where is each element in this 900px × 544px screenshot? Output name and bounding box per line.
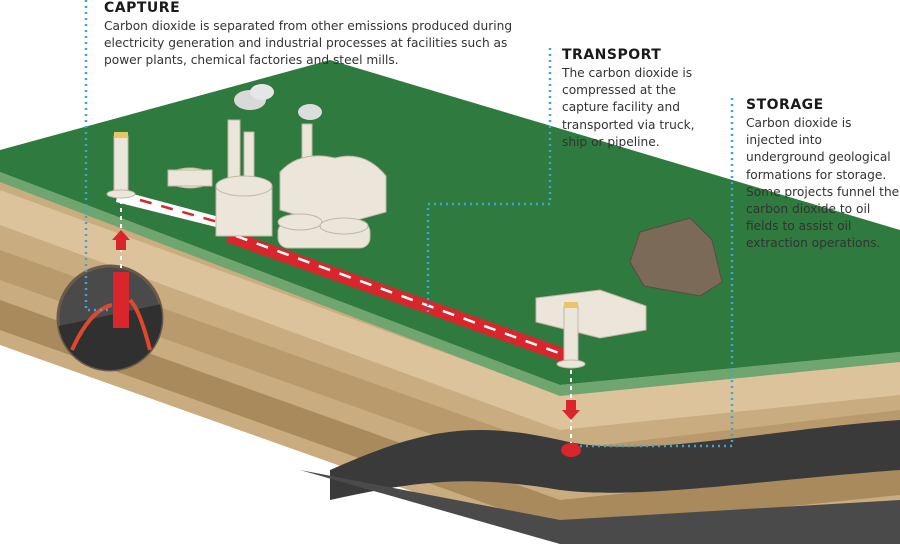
well-cap-storage (564, 302, 578, 308)
soil-band-light (0, 190, 900, 430)
up-arrow-icon (112, 230, 130, 250)
well-base-storage (556, 359, 586, 369)
curved-arrow-right-icon (128, 298, 152, 351)
road-white-segment (116, 190, 238, 232)
injection-well-capture (113, 135, 129, 195)
storage-tank-large-top (215, 175, 273, 197)
block-bottom-edge (300, 470, 900, 544)
storage-injection (561, 370, 581, 457)
storage-facility (535, 289, 647, 369)
well-cap-capture (114, 132, 128, 138)
transport-description: The carbon dioxide is compressed at the … (562, 66, 695, 149)
transport-title: TRANSPORT (562, 47, 662, 63)
smokestack (227, 119, 241, 181)
smoke-cloud-3 (298, 104, 322, 120)
ground-top-edge (0, 172, 900, 396)
transport-route (116, 190, 575, 364)
oil-reservoir-layer (330, 420, 900, 500)
storage-title: STORAGE (746, 97, 824, 113)
round-tank-top-2 (319, 217, 369, 235)
capture-leader (84, 0, 112, 312)
well-base-capture (106, 189, 136, 199)
smoke-cloud-2 (250, 84, 274, 100)
curved-arrow-left-icon (70, 303, 113, 351)
soil-band-deep (0, 300, 900, 530)
callout-leaders (84, 0, 734, 448)
storage-tank-small-body (167, 169, 213, 187)
smokestack-2 (243, 131, 255, 183)
road-dashes-white (139, 198, 233, 228)
capture-pipe-underground (113, 272, 129, 328)
storage-description: Carbon dioxide is injected into undergro… (746, 116, 900, 251)
transport-leader (426, 48, 552, 312)
capture-title: CAPTURE (104, 0, 181, 16)
rock-boulder (629, 217, 723, 297)
storage-leader (578, 98, 734, 448)
main-hall-roof (279, 155, 387, 177)
capture-callout: CAPTURE Carbon dioxide is separated from… (104, 0, 524, 70)
capture-facility (106, 84, 387, 249)
storage-callout: STORAGE Carbon dioxide is injected into … (746, 97, 900, 253)
pipeline-red-road (226, 230, 575, 364)
co2-injection-point (561, 443, 581, 457)
ground-top-surface (0, 60, 900, 385)
ground-block (0, 60, 900, 544)
down-arrow-icon (562, 400, 580, 420)
transport-callout: TRANSPORT The carbon dioxide is compress… (562, 47, 722, 151)
round-tank-top (277, 213, 323, 231)
road-dashes (235, 234, 571, 359)
capture-description: Carbon dioxide is separated from other e… (104, 19, 513, 68)
injection-well-storage (563, 305, 579, 365)
